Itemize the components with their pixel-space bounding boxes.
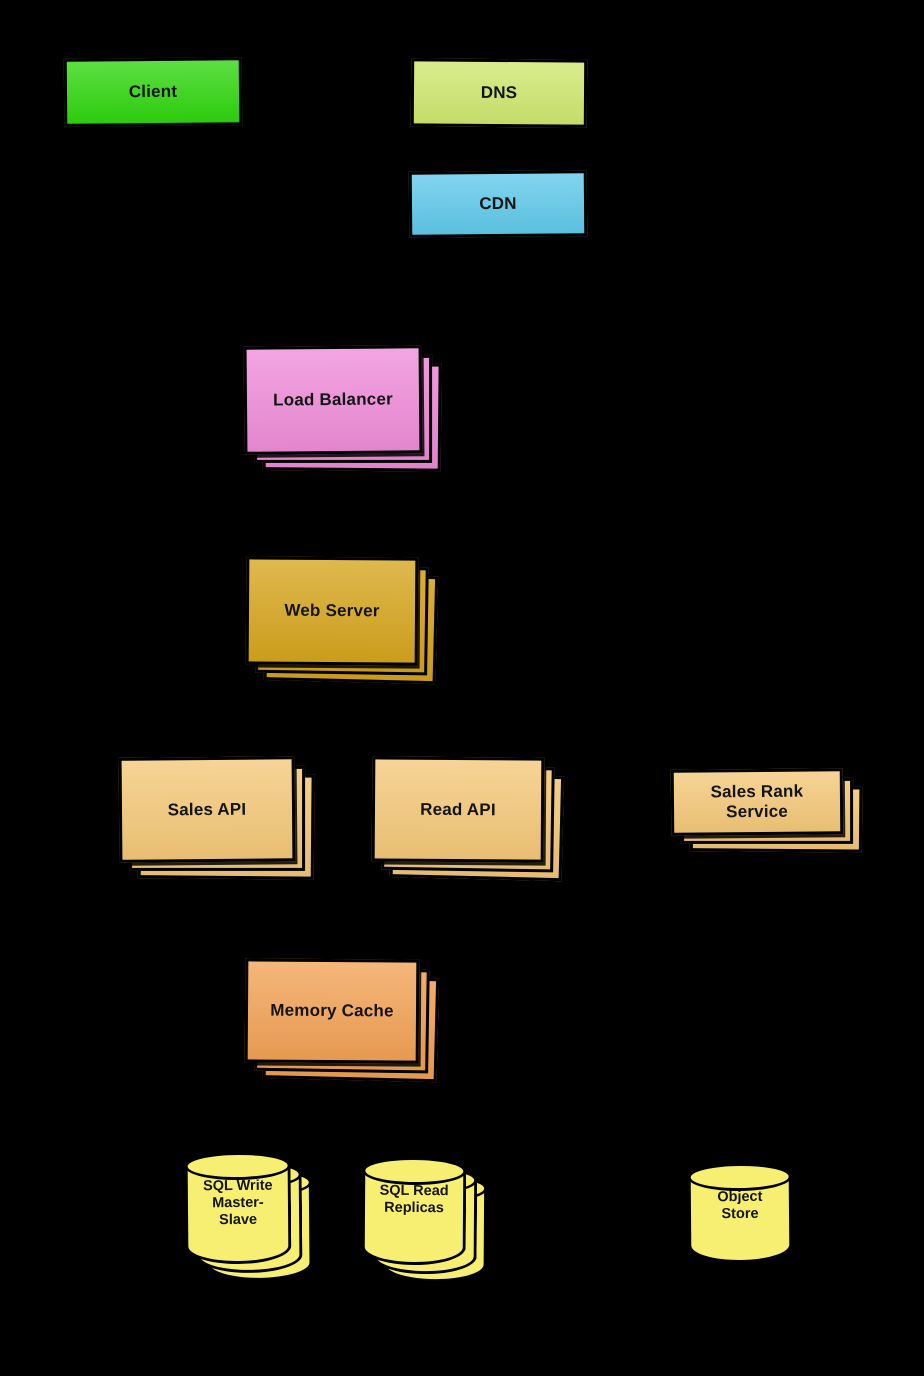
database-cylinder: SQL Write Master-Slave [184,1165,292,1265]
load-balancer-label: Load Balancer [243,345,423,455]
database-cylinder: SQL Read Replicas [361,1170,467,1266]
cdn-node: CDN [408,170,588,238]
sql-write-master-slave-node: SQL Write Master-Slave [184,1152,313,1282]
client-node: Client [63,57,243,127]
sql-read-replicas-label: SQL Read Replicas [379,1182,449,1217]
memory-cache-label: Memory Cache [244,958,420,1064]
sales-api-label: Sales API [118,756,296,863]
cdn-label: CDN [408,170,588,238]
read-api-label: Read API [371,756,545,863]
web-server-label: Web Server [245,556,419,666]
dns-label: DNS [410,58,588,128]
dns-node: DNS [410,58,588,128]
object-store-node: Object Store [687,1163,793,1264]
database-cylinder: Object Store [687,1176,793,1264]
web-server-node: Web Server [245,556,439,685]
sales-api-node: Sales API [118,756,315,880]
sales-rank-service-node: Sales Rank Service [670,768,863,853]
sql-read-replicas-node: SQL Read Replicas [361,1157,488,1283]
object-store-label: Object Store [717,1188,763,1223]
read-api-node: Read API [371,756,565,882]
sql-write-master-slave-label: SQL Write Master-Slave [202,1177,273,1229]
sales-rank-service-label: Sales Rank Service [670,768,844,836]
memory-cache-node: Memory Cache [244,958,440,1083]
load-balancer-node: Load Balancer [243,345,442,472]
client-label: Client [63,57,243,127]
